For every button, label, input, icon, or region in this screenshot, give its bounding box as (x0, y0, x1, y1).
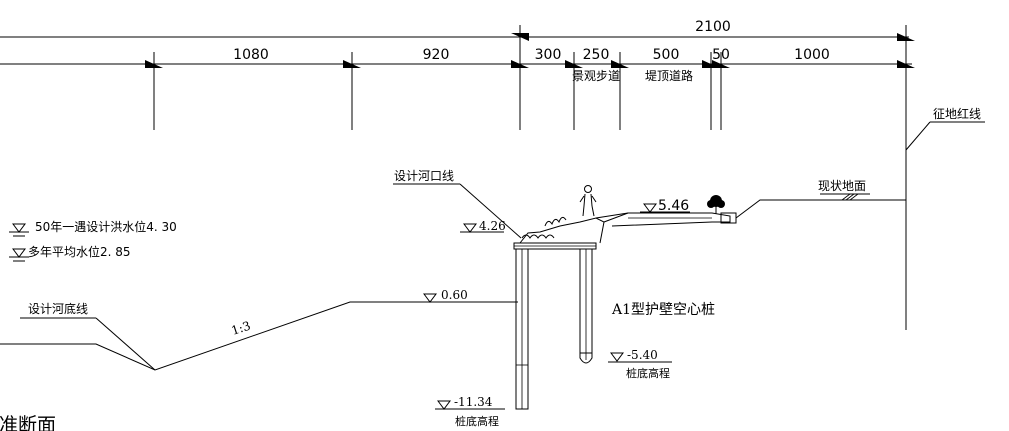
label-dike-top-road: 堤顶道路 (645, 68, 693, 83)
elevation-long-pile-bottom: -11.34 (454, 395, 493, 409)
section-title: 标准断面 (0, 414, 56, 431)
dimension-ticks (145, 60, 915, 68)
planting-hedge (521, 216, 567, 239)
slope-ratio: 1:3 (230, 319, 253, 338)
elevation-bank-top: 4.26 (479, 219, 506, 233)
dim-50: 50 (712, 47, 730, 63)
dim-300: 300 (535, 47, 562, 63)
water-levels: 50年一遇设计洪水位4. 30 多年平均水位2. 85 (9, 219, 177, 262)
ground-hatch (838, 193, 859, 201)
dim-1080: 1080 (233, 47, 269, 63)
label-short-pile-bottom: 桩底高程 (626, 366, 670, 380)
label-existing-ground: 现状地面 (818, 179, 866, 193)
pedestrian-icon (579, 185, 597, 217)
dim-250: 250 (583, 47, 610, 63)
dim-920: 920 (423, 47, 450, 63)
label-long-pile-bottom: 桩底高程 (455, 414, 499, 428)
label-design-river-bank-line: 设计河口线 (394, 169, 454, 183)
land-red-line: 征地红线 (905, 106, 985, 330)
ground-profile: 设计河底线 1:3 现状地面 (0, 179, 906, 371)
elevation-road-top: 5.46 (658, 198, 689, 214)
water-level-mean-annual: 多年平均水位2. 85 (28, 244, 131, 259)
dike-structure (513, 185, 737, 410)
dim-1000: 1000 (794, 47, 830, 63)
label-design-river-bed-line: 设计河底线 (28, 301, 88, 316)
tree-icon (707, 195, 725, 214)
label-land-red-line: 征地红线 (933, 106, 981, 121)
label-landscape-walkway: 景观步道 (572, 69, 620, 83)
dim-total: 2100 (695, 19, 731, 35)
elevation-marks: 设计河口线 4.26 5.46 0.60 -5.40 桩底高程 -11.34 桩… (393, 169, 690, 428)
water-level-flood-50yr: 50年一遇设计洪水位4. 30 (35, 219, 177, 234)
elevation-short-pile-bottom: -5.40 (627, 348, 658, 362)
dim-500: 500 (653, 47, 680, 63)
elevation-terrace: 0.60 (441, 288, 468, 302)
label-pile-name: A1型护壁空心桩 (611, 301, 715, 318)
dimension-chains: 2100 1080 920 300 250 500 50 1000 景观步道 (0, 19, 915, 150)
